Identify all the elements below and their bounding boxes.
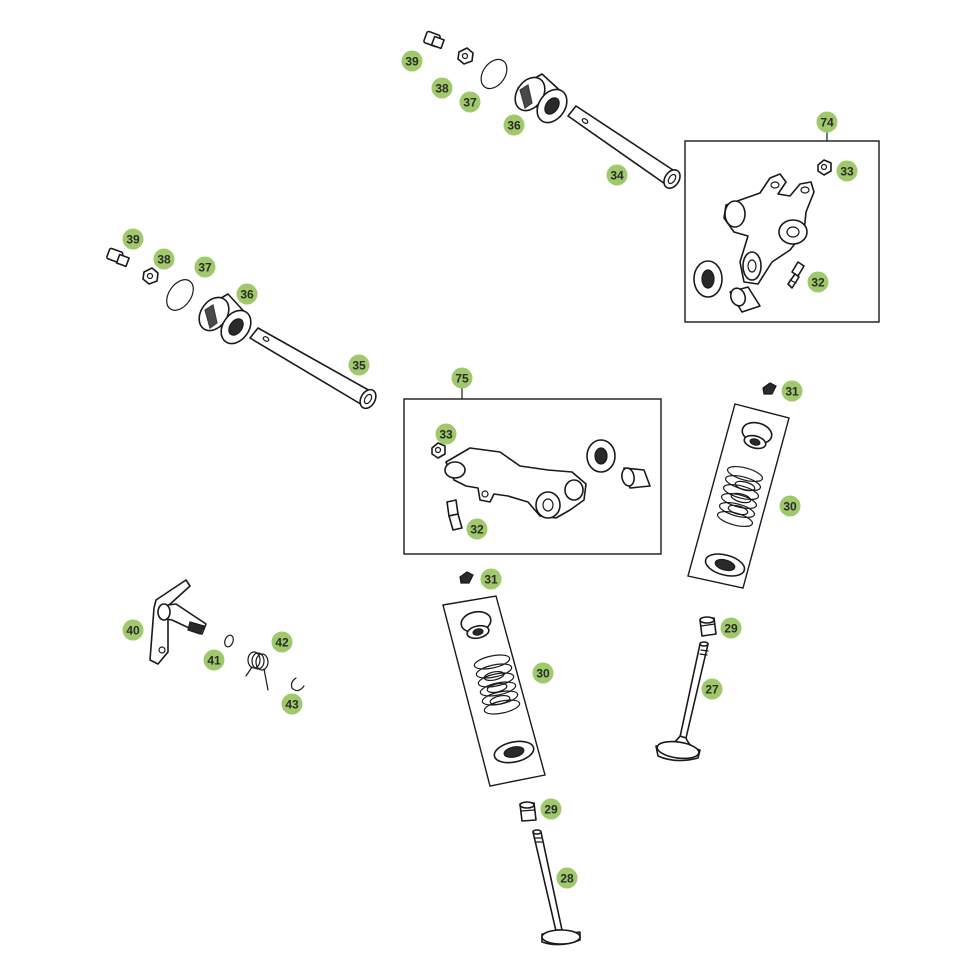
callout-28: 28 <box>556 867 578 889</box>
callout-label: 36 <box>240 288 254 302</box>
callout-35: 35 <box>348 354 370 376</box>
callout-34: 34 <box>606 164 628 186</box>
callout-39b: 39 <box>122 228 144 250</box>
callout-36a: 36 <box>503 114 525 136</box>
callout-27: 27 <box>701 678 723 700</box>
valve-seal-29-right <box>699 616 717 637</box>
callout-75: 75 <box>451 367 473 389</box>
callout-label: 33 <box>840 165 854 179</box>
callout-32a: 32 <box>807 271 829 293</box>
o-ring-37-upper <box>480 58 508 90</box>
callout-label: 28 <box>560 872 574 886</box>
callout-29a: 29 <box>720 617 742 639</box>
spring-center <box>473 654 521 715</box>
callout-label: 30 <box>783 500 797 514</box>
callout-30a: 30 <box>779 495 801 517</box>
callout-33b: 33 <box>435 423 457 445</box>
o-ring-37-lower <box>166 279 194 311</box>
callout-label: 38 <box>157 253 171 267</box>
keeper-31-right <box>762 382 777 395</box>
callout-32b: 32 <box>466 518 488 540</box>
callout-label: 29 <box>544 803 558 817</box>
callout-31b: 31 <box>480 568 502 590</box>
callout-38b: 38 <box>153 248 175 270</box>
callout-label: 40 <box>126 624 140 638</box>
torsion-spring-42 <box>245 651 269 691</box>
callout-label: 37 <box>198 261 212 275</box>
callout-33a: 33 <box>836 160 858 182</box>
callout-label: 39 <box>126 233 140 247</box>
callout-label: 39 <box>405 55 419 69</box>
bolt-39-upper <box>423 30 445 50</box>
callout-39a: 39 <box>401 50 423 72</box>
callout-label: 41 <box>207 654 221 668</box>
adjuster-32-upper <box>787 261 805 289</box>
lower-shaft-group <box>106 247 377 410</box>
washer-41 <box>224 634 234 648</box>
callout-38a: 38 <box>431 77 453 99</box>
sleeve-36-lower <box>198 293 252 345</box>
callout-label: 38 <box>435 82 449 96</box>
callout-37a: 37 <box>459 91 481 113</box>
nut-38-upper <box>457 47 474 65</box>
callout-label: 36 <box>507 119 521 133</box>
adjuster-32-lower <box>446 499 463 531</box>
callout-label: 37 <box>463 96 477 110</box>
callout-label: 32 <box>470 523 484 537</box>
lever-group <box>149 579 305 692</box>
callout-label: 34 <box>610 169 624 183</box>
callout-label: 32 <box>811 276 825 290</box>
callout-30b: 30 <box>532 662 554 684</box>
callout-label: 27 <box>705 683 719 697</box>
callout-label: 74 <box>820 116 834 130</box>
callout-label: 35 <box>352 359 366 373</box>
callout-74: 74 <box>816 111 838 133</box>
nut-38-lower <box>142 267 159 285</box>
valve-spring-set-30-center <box>442 595 546 787</box>
callout-42: 42 <box>271 631 293 653</box>
bolt-39-lower <box>106 247 130 268</box>
valve-27 <box>655 641 709 762</box>
rocker-shaft-34 <box>567 105 681 190</box>
rocker-assembly-75 <box>403 388 662 555</box>
lever-40 <box>149 579 207 665</box>
callout-41: 41 <box>203 649 225 671</box>
rocker-shaft-35 <box>249 327 377 410</box>
callout-29b: 29 <box>540 798 562 820</box>
callout-label: 31 <box>785 385 799 399</box>
callout-43: 43 <box>281 693 303 715</box>
callout-label: 42 <box>275 636 289 650</box>
keeper-31-center <box>459 571 474 584</box>
clip-43 <box>290 677 305 692</box>
valve-28 <box>532 829 581 946</box>
valve-spring-set-30-right <box>687 403 790 589</box>
rocker-assembly-74 <box>684 131 880 323</box>
callout-label: 31 <box>484 573 498 587</box>
sleeve-36-upper <box>514 73 568 124</box>
callout-label: 29 <box>724 622 738 636</box>
callout-label: 75 <box>455 372 469 386</box>
callout-31a: 31 <box>781 380 803 402</box>
callout-label: 43 <box>285 698 299 712</box>
callout-label: 30 <box>536 667 550 681</box>
spring-right <box>716 465 764 528</box>
callout-label: 33 <box>439 428 453 442</box>
valve-seal-29-center <box>519 801 537 822</box>
callout-36b: 36 <box>236 283 258 305</box>
upper-shaft-group <box>423 30 681 190</box>
callout-37b: 37 <box>194 256 216 278</box>
callout-40: 40 <box>122 619 144 641</box>
